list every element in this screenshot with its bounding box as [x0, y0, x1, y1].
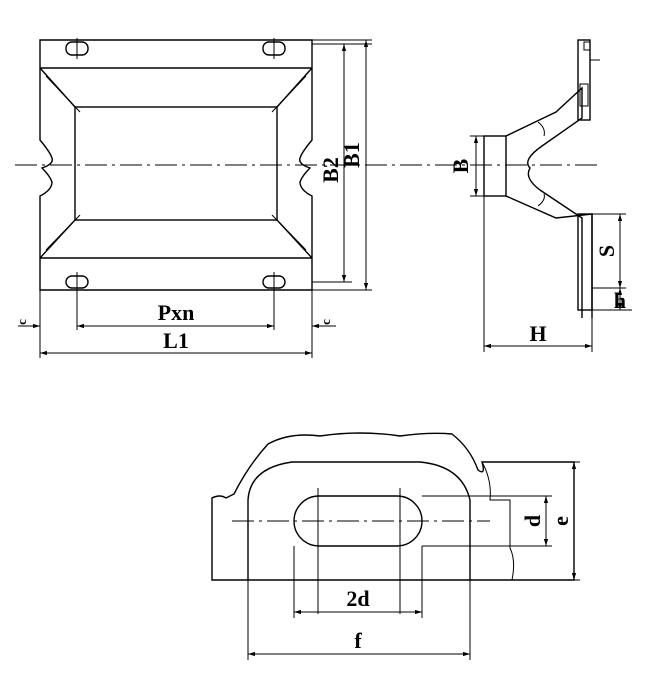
- label-b: B: [448, 158, 473, 173]
- label-h: H: [529, 321, 546, 346]
- label-pxn: Pxn: [158, 300, 195, 325]
- label-c-left: c: [14, 319, 29, 325]
- bolt-slot-top-left: [65, 38, 89, 59]
- bolt-slot-bottom-left: [65, 272, 89, 330]
- label-f: f: [354, 628, 362, 653]
- label-l1: L1: [163, 328, 189, 353]
- label-2d: 2d: [346, 586, 369, 611]
- side-view: B S h H: [448, 39, 632, 352]
- front-view: B2 B1 Pxn L1 c c: [14, 38, 600, 358]
- label-s: S: [594, 245, 619, 257]
- label-b1: B1: [339, 142, 364, 168]
- label-b2: B2: [318, 157, 343, 183]
- bolt-slot-bottom-right: [262, 272, 286, 330]
- label-d: d: [520, 515, 545, 527]
- label-c-right: c: [318, 319, 333, 325]
- detail-view: d e 2d f: [211, 432, 580, 660]
- bolt-slot-top-right: [262, 38, 286, 59]
- label-e: e: [548, 516, 573, 526]
- label-h-small: h: [614, 288, 626, 313]
